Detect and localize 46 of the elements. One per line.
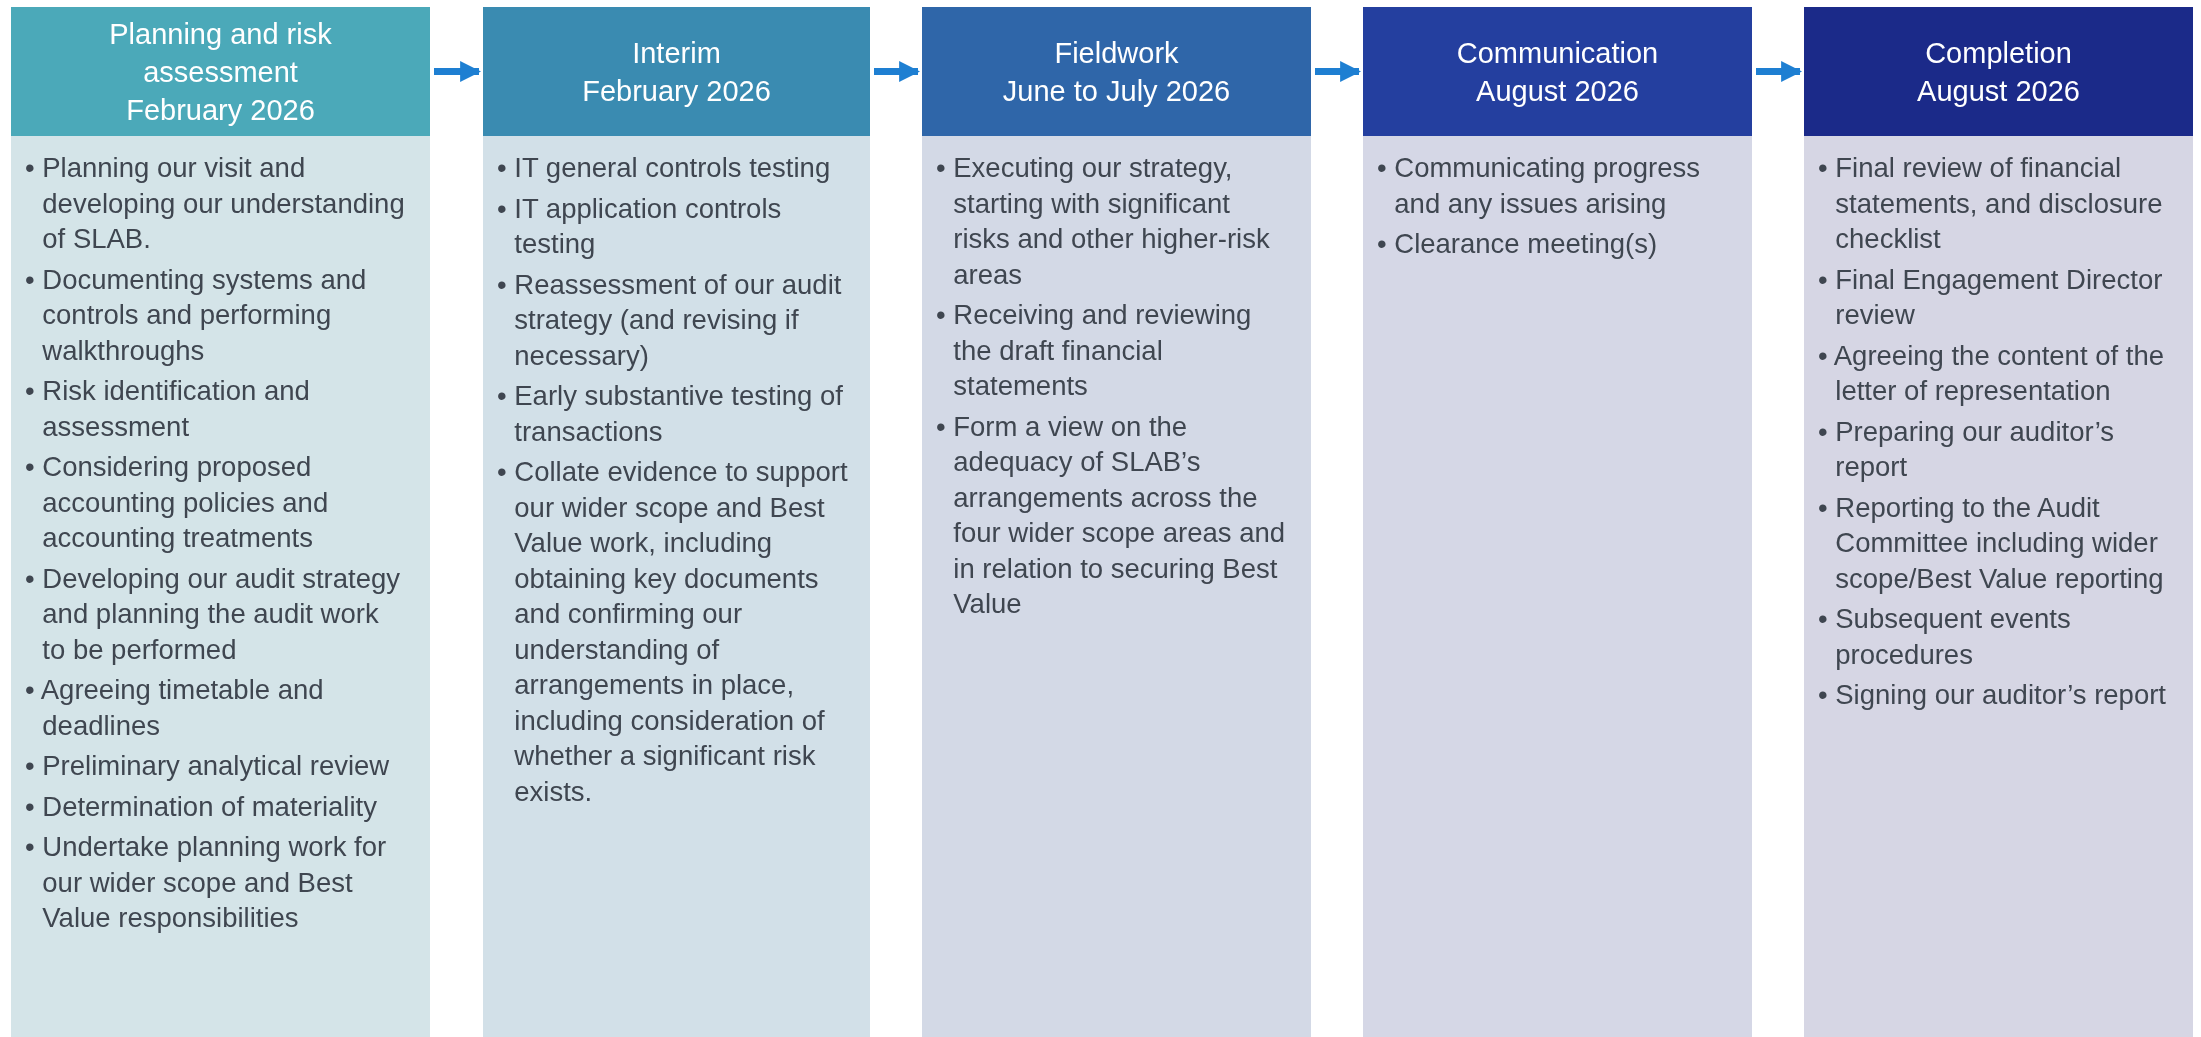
phase-header <box>922 7 1311 136</box>
bullet-item: • Agreeing timetable and deadlines <box>25 673 325 743</box>
phase-panel <box>1363 136 1752 1037</box>
phase-title: Interim <box>632 35 721 71</box>
phase-date: June to July 2026 <box>1002 73 1231 109</box>
phase-date: August 2026 <box>1917 73 2080 109</box>
bullet-item: • Agreeing the content of the letter of representation <box>1818 338 2165 408</box>
bullet-item: • Reassessment of our audit strategy (and revising if necessary) <box>497 267 843 373</box>
phase-title: Completion <box>1925 35 2072 71</box>
bullet-item: • Documenting systems and controls and performing walkthroughs <box>25 262 368 368</box>
phase-panel <box>483 136 870 1037</box>
bullet-item: • Risk identification and assessment <box>25 374 311 444</box>
bullet-item: • Clearance meeting(s) <box>1377 227 1659 261</box>
bullet-item: • Preliminary analytical review <box>25 749 391 783</box>
bullet-item: • Collate evidence to support our wider scope and Best Value work, including obtaining key documents and confirming our understanding of arrangements in place, including consideration of whether a significant risk exists. <box>497 455 848 809</box>
bullet-item: • Determination of materiality <box>25 789 378 824</box>
bullet-item: • IT general controls testing <box>497 151 832 185</box>
bullet-item: • Undertake planning work for our wider scope and Best Value responsibilities <box>25 830 388 935</box>
phase-date: August 2026 <box>1476 73 1639 109</box>
bullet-item: • Planning our visit and developing our understanding of SLAB. <box>25 151 406 256</box>
phase-title: Fieldwork <box>1054 35 1179 71</box>
phase-panel <box>922 136 1311 1037</box>
bullet-item: • Final Engagement Director review <box>1818 262 2164 332</box>
bullet-item: • Developing our audit strategy and planning the audit work to be performed <box>25 561 401 667</box>
phase-header <box>483 7 870 136</box>
bullet-item: • Considering proposed accounting policies and accounting treatments <box>25 450 330 555</box>
bullet-item: • Receiving and reviewing the draft financial statements <box>936 298 1253 403</box>
bullet-item: • Final review of financial statements, and disclosure checklist <box>1818 151 2164 256</box>
bullet-item: • Early substantive testing of transactions <box>497 379 844 449</box>
phase-panel <box>11 136 430 1037</box>
bullet-item: • Preparing our auditor’s report <box>1818 414 2115 484</box>
phase-title: Planning and risk assessment <box>108 16 333 90</box>
bullet-item: • Subsequent events procedures <box>1818 602 2072 672</box>
phase-date: February 2026 <box>126 92 315 128</box>
bullet-item: • Executing our strategy, starting with significant risks and other higher-risk areas <box>936 151 1271 292</box>
bullet-item: • Reporting to the Audit Committee including wider scope/Best Value reporting <box>1818 490 2165 596</box>
bullet-item: • Signing our auditor’s report <box>1818 678 2167 712</box>
phase-header <box>11 7 430 136</box>
phase-date: February 2026 <box>582 73 771 109</box>
phase-title: Communication <box>1456 35 1659 71</box>
bullet-item: • Form a view on the adequacy of SLAB’s arrangements across the four wider scope areas and in relation to securing Best Value <box>936 409 1287 621</box>
bullet-item: • IT application controls testing <box>497 191 783 261</box>
phase-header <box>1804 7 2193 136</box>
phase-panel <box>1804 136 2193 1037</box>
bullet-item: • Communicating progress and any issues arising <box>1377 151 1701 221</box>
phase-header <box>1363 7 1752 136</box>
